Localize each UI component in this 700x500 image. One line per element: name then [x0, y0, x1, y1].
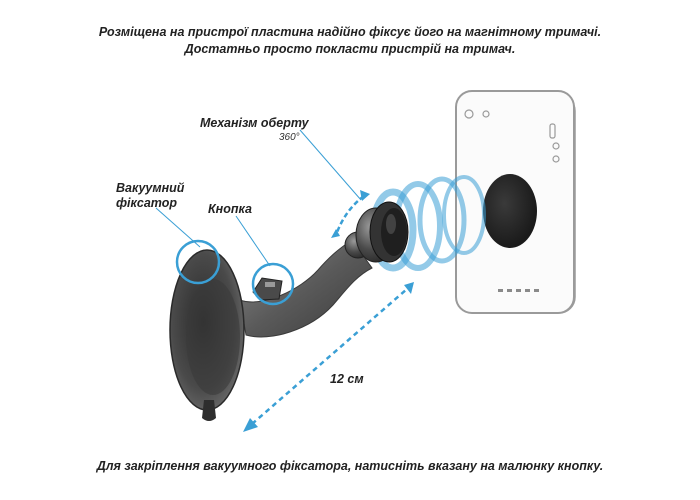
- speaker-grille-icon: [498, 289, 539, 292]
- magnet-head: [344, 201, 409, 263]
- top-caption-line-1: Розміщена на пристрої пластина надійно ф…: [98, 25, 602, 39]
- release-tab: [202, 400, 216, 421]
- top-caption: Розміщена на пристрої пластина надійно ф…: [0, 24, 700, 58]
- sensor-icon: [482, 110, 490, 118]
- button-label: Кнопка: [208, 202, 252, 216]
- holder-arm: [239, 239, 373, 338]
- vacuum-fixator-label: Вакуумний фіксатор: [116, 181, 184, 211]
- suction-cup: [169, 249, 245, 421]
- vacuum-fixator-label-line-2: фіксатор: [116, 196, 177, 210]
- rotation-degrees-label: 360°: [279, 132, 300, 143]
- front-camera-icon: [464, 109, 474, 119]
- rotation-mechanism-label: Механізм оберту: [200, 116, 309, 130]
- rotation-arrow-icon: [331, 190, 370, 238]
- vacuum-fixator-label-line-1: Вакуумний: [116, 181, 185, 195]
- magnetic-field-icon: [369, 175, 486, 272]
- vacuum-highlight-circle: [175, 239, 221, 285]
- magnetic-plate: [483, 174, 537, 248]
- bottom-caption: Для закріплення вакуумного фіксатора, на…: [96, 459, 604, 473]
- phone: [455, 90, 576, 314]
- length-label: 12 см: [330, 372, 364, 386]
- length-arrow-icon: [243, 282, 414, 432]
- leader-lines: [155, 129, 362, 267]
- top-caption-line-2: Достатньо просто покласти пристрій на тр…: [184, 42, 516, 56]
- button-highlight-circle: [251, 262, 295, 306]
